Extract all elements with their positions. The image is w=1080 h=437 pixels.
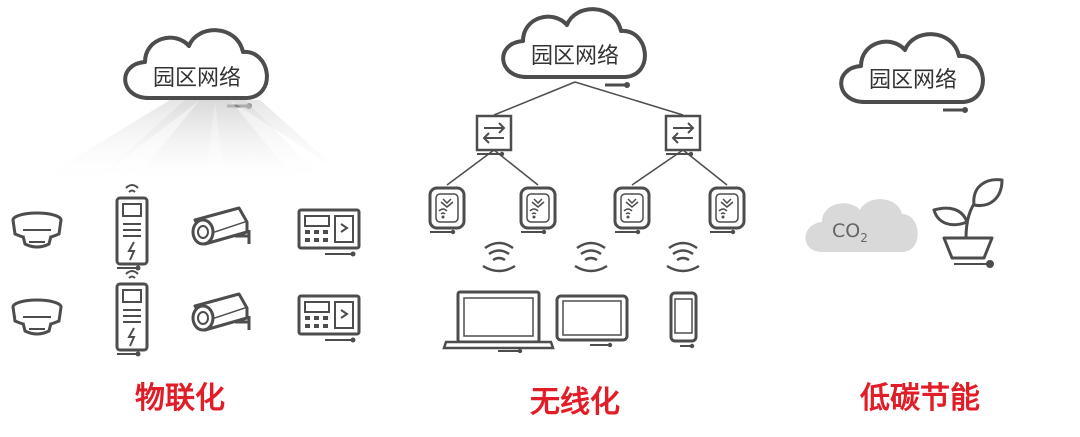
section-low-carbon [805,32,1004,268]
access-point-icon [613,186,651,236]
caption-iot: 物联化 [135,381,225,416]
wifi-signal-icon [481,241,517,273]
access-control-icon [297,294,361,344]
plant-icon [932,178,1004,268]
access-point-icon [708,186,746,236]
smoke-detector-icon [11,211,63,249]
smart-meter-icon [115,269,149,358]
access-control-icon [297,208,361,258]
smart-meter-icon [115,183,149,272]
cloud-label-wireless: 园区网络 [530,44,619,69]
phone-icon [669,291,698,349]
cloud-label-iot: 园区网络 [152,66,241,91]
co2-label: CO2 [832,220,868,245]
smoke-detector-icon [11,298,63,336]
access-point-icon [428,186,466,236]
wifi-signal-icon [573,241,609,273]
switch-icon [475,114,513,158]
broadcast-beam-icon [30,100,360,185]
co2-sub: 2 [860,230,868,245]
camera-icon [191,292,251,332]
laptop-icon [442,290,555,354]
section-wireless [428,7,746,354]
wifi-signal-icon [665,241,701,273]
section-iot [11,28,361,358]
switch-icon [664,114,702,158]
camera-icon [191,206,251,246]
co2-main: CO [832,220,861,242]
access-point-icon [519,186,557,236]
cloud-label-low-carbon: 园区网络 [868,68,957,93]
caption-low-carbon: 低碳节能 [860,381,980,416]
co2-cloud-icon [805,199,918,252]
caption-wireless: 无线化 [530,385,620,420]
tablet-icon [555,294,629,348]
